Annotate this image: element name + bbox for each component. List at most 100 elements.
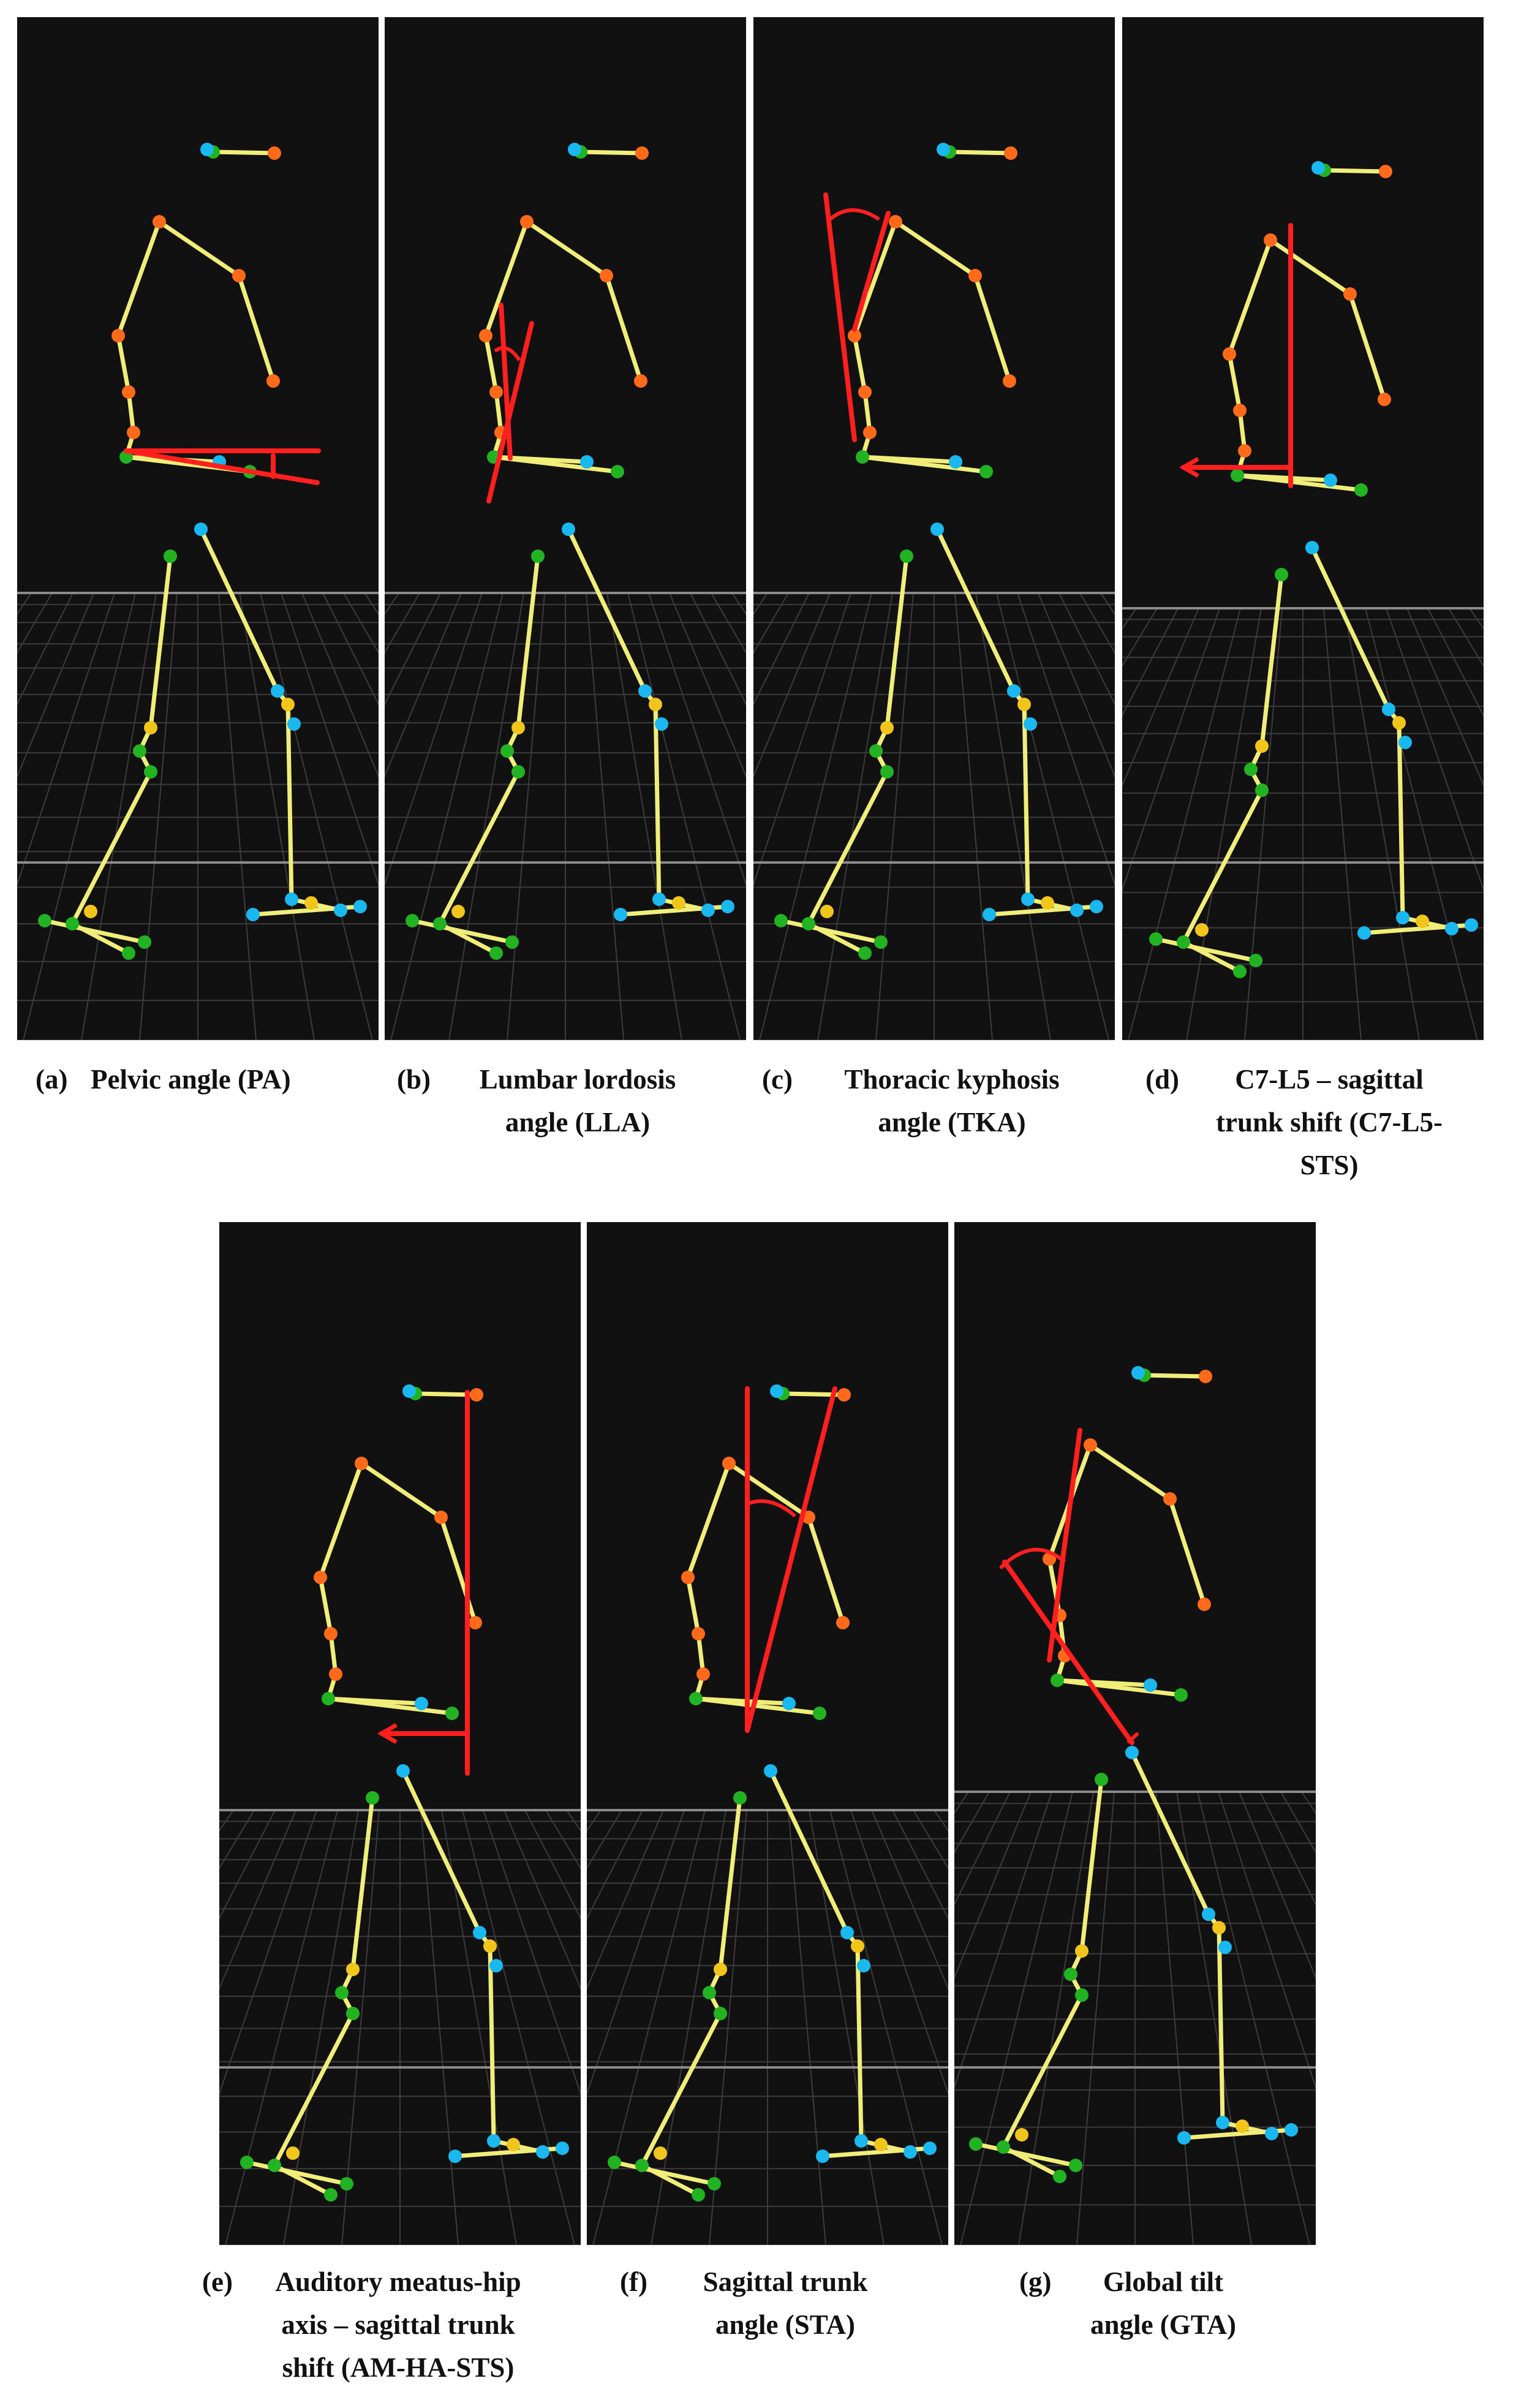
bone-segment [1022, 702, 1030, 902]
bone-segment [779, 918, 883, 945]
skeleton-joints [608, 1384, 937, 2202]
pelvis-joint-green [1354, 483, 1368, 497]
grid-line [1386, 608, 1484, 892]
bone-segment [1310, 545, 1391, 712]
global-tilt-angle-annotation [998, 1428, 1139, 1745]
hip-joint-right [764, 1764, 777, 1778]
toe-joint [923, 2142, 937, 2155]
grid-line [566, 1810, 581, 1832]
bone-segment [116, 219, 162, 338]
bone-segment [973, 2142, 1078, 2168]
angle-arc [998, 1547, 1066, 1570]
grid-line [648, 592, 746, 886]
caption-g: (g) Global tilt angle (GTA) [1019, 2260, 1301, 2352]
bone-segment [1268, 238, 1353, 296]
hip-joint-left [733, 1791, 747, 1805]
caption-g-line-2: angle (GTA) [1090, 2309, 1236, 2340]
spine-joint [1233, 404, 1247, 417]
grid-line [1018, 1791, 1094, 2245]
spine-joint [111, 329, 125, 342]
caption-c: (c) Thoracic kyphosis angle (TKA) [762, 1058, 1111, 1150]
foot-joint [692, 2188, 705, 2202]
skeleton-joints [240, 1384, 569, 2202]
annotation-line [486, 321, 534, 504]
ankle-joint [1396, 911, 1409, 924]
ankle-joint [1021, 893, 1035, 906]
skeleton-view-d [1122, 161, 1484, 1040]
skeleton-joints [38, 143, 367, 960]
head-joint-cyan [1311, 161, 1325, 175]
skeleton-joints [1149, 161, 1478, 978]
pelvis-joint-cyan [415, 1697, 428, 1710]
pelvis-joint-cyan [782, 1697, 796, 1710]
caption-c-line-1: Thoracic kyphosis [844, 1064, 1060, 1095]
panel-c-image [753, 17, 1115, 1040]
caption-a-label: (a) [36, 1064, 68, 1095]
grid-line [483, 1810, 581, 2096]
grid-line [219, 1810, 234, 1832]
skeleton-joints [969, 1366, 1298, 2183]
knee-joint [500, 744, 514, 758]
toe-joint [536, 2145, 549, 2159]
caption-e-line-3: shift (AM-HA-STS) [282, 2352, 515, 2383]
bone-segment [1142, 1373, 1208, 1379]
grid-line [1122, 608, 1137, 630]
elbow-joint [600, 269, 613, 282]
knee-joint [714, 2007, 727, 2020]
bone-segment [653, 702, 662, 902]
ankle-joint-yellow [1195, 923, 1209, 937]
bone-segment [935, 527, 1016, 693]
caption-f-line-1: Sagittal trunk [703, 2266, 868, 2297]
bone-segment [685, 1575, 701, 1636]
spine-joint [858, 385, 872, 399]
toe-joint [1465, 918, 1478, 932]
elbow-joint [232, 269, 246, 282]
grid-line [260, 592, 373, 1040]
ankle-joint-yellow [451, 905, 465, 918]
grid-line [1448, 608, 1484, 668]
head-joint-orange [1004, 146, 1017, 160]
panel-g-image [954, 1222, 1316, 2245]
caption-g-line-1: Global tilt [1103, 2266, 1224, 2297]
angle-marker [1127, 1732, 1139, 1743]
bone-segment [437, 769, 521, 926]
knee-joint [655, 717, 668, 731]
sagittal-trunk-angle-annotation [745, 1386, 837, 1733]
caption-f-line-2: angle (STA) [715, 2309, 855, 2340]
ankle-joint-yellow [654, 2146, 667, 2160]
bone-segment [566, 527, 647, 693]
knee-joint [271, 684, 284, 698]
auditory-meatus-shift-annotation [377, 1390, 470, 1776]
grid-line [1128, 608, 1241, 1040]
foot-joint [969, 2137, 983, 2151]
skeleton-bones [410, 149, 730, 956]
bone-segment [768, 1768, 850, 1935]
toe-joint [614, 908, 627, 921]
bone-segment [42, 918, 147, 945]
knee-joint-yellow [851, 1939, 864, 1953]
caption-e-label: (e) [202, 2266, 233, 2297]
hip-joint-right [1125, 1746, 1139, 1759]
knee-joint [133, 744, 146, 758]
hip-joint-left [531, 549, 545, 563]
grid-line [1218, 1791, 1316, 2089]
grid-line [788, 1810, 826, 2245]
elbow-joint [968, 269, 982, 282]
spine-joint [489, 385, 503, 399]
floor-grid [1122, 607, 1484, 1040]
spine-joint [1223, 347, 1236, 361]
bone-segment [1181, 788, 1264, 945]
bone-segment [437, 921, 499, 956]
grid-line [753, 592, 831, 778]
caption-c-label: (c) [762, 1064, 793, 1095]
toe-joint [353, 900, 367, 913]
toe-joint [904, 2145, 917, 2159]
foot-joint [874, 935, 888, 949]
toe-joint [556, 2142, 569, 2155]
wrist-joint [1003, 374, 1016, 388]
pelvis-joint-cyan [580, 455, 594, 469]
grid-line [587, 1810, 643, 1920]
bone-segment [685, 1461, 731, 1580]
grid-line [709, 1810, 747, 2245]
head-joint-orange [470, 1388, 483, 1402]
